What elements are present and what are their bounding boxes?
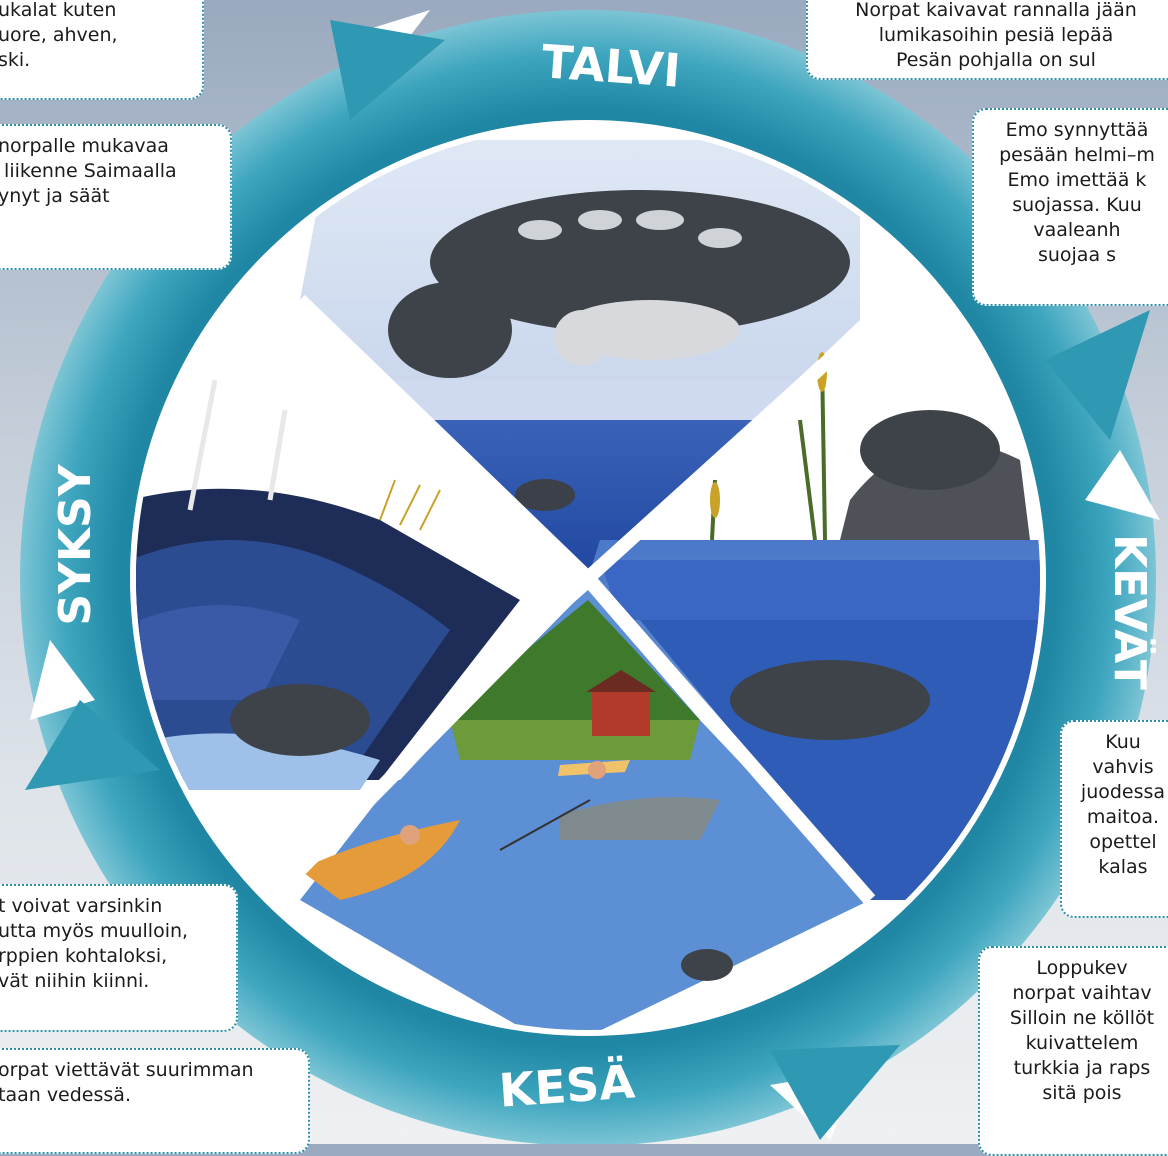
arrow-head-autumn (25, 700, 160, 790)
info-box-summer-molt: Loppukev norpat vaihtav Silloin ne köllö… (978, 946, 1168, 1156)
info-box-water-time: orpat viettävät suurimman taan vedessä. (0, 1048, 310, 1154)
autumn-illustration (136, 330, 588, 790)
arrow-head-winter (330, 20, 445, 120)
info-box-winter-birth: Emo synnyttää pesään helmi–m Emo imettää… (972, 108, 1168, 306)
season-label-autumn: SYKSY (50, 463, 101, 625)
spring-illustration (588, 352, 1040, 900)
winter-illustration (300, 140, 860, 578)
info-box-traffic: norpalle mukavaa liikenne Saimaalla ynyt… (0, 124, 232, 270)
arrow-head-spring (1045, 310, 1150, 440)
info-box-fish: ukalat kuten uore, ahven, ski. (0, 0, 204, 100)
info-box-spring-nursing: Kuu vahvis juodessa maitoa. opettel kala… (1060, 720, 1168, 918)
season-label-winter: TALVI (540, 34, 683, 98)
arrow-head-summer (770, 1045, 900, 1140)
season-label-summer: KESÄ (497, 1054, 637, 1117)
quadrant-dividers (285, 294, 876, 905)
info-box-winter-nest: Norpat kaivavat rannalla jään lumikasoih… (806, 0, 1168, 80)
summer-illustration (300, 590, 870, 1030)
info-box-nets: t voivat varsinkin utta myös muulloin, r… (0, 884, 238, 1032)
season-label-spring: KEVÄT (1104, 534, 1157, 690)
